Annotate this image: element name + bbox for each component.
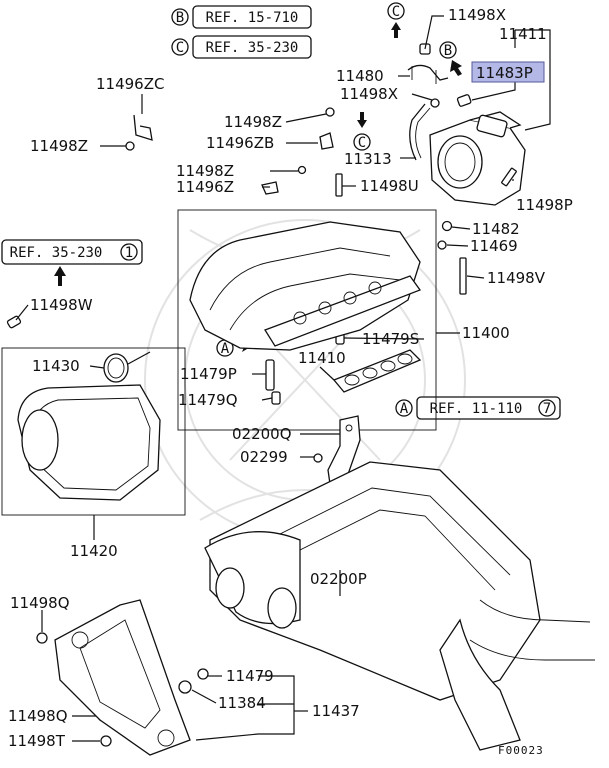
label-11498P: 11498P (516, 196, 573, 214)
label-11498T: 11498T (8, 732, 66, 750)
ref-letter-a: A (400, 401, 409, 417)
label-02200P: 02200P (310, 570, 367, 588)
label-11498Q-1: 11498Q (10, 594, 70, 612)
part-labels: 11498X 11411 11480 11483P 11498X 11496ZC… (8, 6, 573, 757)
manifold-box-11400 (177, 209, 437, 431)
svg-text:C: C (392, 4, 400, 20)
label-11480: 11480 (336, 67, 384, 85)
ref-box-35-230-1[interactable]: REF. 35-230 1 (1, 239, 143, 265)
label-11496Z: 11496Z (176, 178, 234, 196)
svg-text:C: C (358, 135, 366, 151)
arrow-up-left-ref (54, 266, 66, 286)
marker-c-top: C (387, 2, 405, 38)
label-11496ZC: 11496ZC (96, 75, 164, 93)
marker-c-mid: C (353, 112, 371, 151)
sensor-11483P (456, 94, 472, 107)
label-11498U: 11498U (360, 177, 419, 195)
label-11420: 11420 (70, 542, 118, 560)
ref-text-left: REF. 35-230 (10, 245, 103, 261)
throttle-body-11411 (429, 111, 526, 206)
brackets (133, 114, 334, 195)
label-11498Z-1: 11498Z (30, 137, 88, 155)
label-11437: 11437 (312, 702, 360, 720)
label-11313: 11313 (344, 150, 392, 168)
ref-num-1: 1 (125, 245, 133, 261)
highlight-box-11483P (471, 61, 545, 83)
label-11430: 11430 (32, 357, 80, 375)
ref-box-c-35-230[interactable]: C REF. 35-230 (171, 35, 312, 59)
hose-11480 (407, 64, 449, 84)
label-11482: 11482 (472, 220, 520, 238)
ref-box-b-15-710[interactable]: B REF. 15-710 (171, 5, 312, 29)
cover-box-11420 (1, 347, 186, 516)
ref-letter-b: B (176, 10, 184, 26)
ref-text-15-710: REF. 15-710 (206, 10, 299, 26)
marker-b-mid: B (439, 41, 462, 76)
label-11498Z-3: 11498Z (176, 162, 234, 180)
label-11410: 11410 (298, 349, 346, 367)
ref-text-35-230: REF. 35-230 (206, 40, 299, 56)
label-11384: 11384 (218, 694, 266, 712)
label-11479: 11479 (226, 667, 274, 685)
label-11498X: 11498X (448, 6, 506, 24)
leader-lines (15, 15, 551, 742)
figure-number: F00023 (498, 744, 544, 757)
svg-text:B: B (444, 43, 452, 59)
stay-bracket-11437 (54, 599, 191, 756)
label-11483P: 11483P (476, 64, 533, 82)
label-11469: 11469 (470, 237, 518, 255)
ref-num-7: 7 (543, 401, 551, 417)
label-11400: 11400 (462, 324, 510, 342)
pipe-11313 (409, 103, 431, 161)
label-11498Z-2: 11498Z (224, 113, 282, 131)
label-11479P: 11479P (180, 365, 237, 383)
ref-box-a-11-110[interactable]: A REF. 11-110 7 (395, 396, 561, 420)
ref-letter-c: C (176, 40, 184, 56)
label-02299: 02299 (240, 448, 288, 466)
label-11498V: 11498V (487, 269, 546, 287)
gasket-11410 (332, 349, 422, 393)
label-11479S: 11479S (362, 330, 419, 348)
label-11496ZB: 11496ZB (206, 134, 274, 152)
label-11411: 11411 (499, 25, 547, 43)
label-11498Q-2: 11498Q (8, 707, 68, 725)
label-11498W: 11498W (30, 296, 93, 314)
ref-text-11-110: REF. 11-110 (430, 401, 523, 417)
label-11479Q: 11479Q (178, 391, 238, 409)
engine-head (204, 461, 595, 751)
o-ring-11430 (103, 353, 129, 383)
svg-text:A: A (221, 341, 230, 357)
label-11498X-2: 11498X (340, 85, 398, 103)
label-02200Q: 02200Q (232, 425, 292, 443)
